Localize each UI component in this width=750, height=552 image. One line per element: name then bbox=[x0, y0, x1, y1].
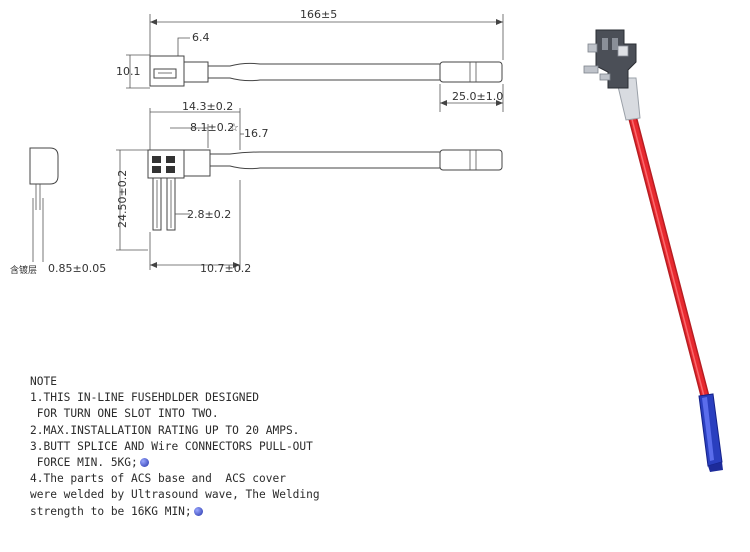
front-view: 14.3±0.2 8.1±0.2 ☆ 16.7 24.50±0.2 2. bbox=[116, 100, 503, 275]
dim-thickness: 0.85±0.05 bbox=[48, 262, 106, 275]
note-1b: FOR TURN ONE SLOT INTO TWO. bbox=[30, 407, 219, 421]
dim-tube-length: 25.0±1.0 bbox=[452, 90, 503, 103]
note-4c: strength to be 16KG MIN; bbox=[30, 504, 192, 518]
dim-height-side: 24.50±0.2 bbox=[116, 170, 129, 228]
dim-height-top: 10.1 bbox=[116, 65, 141, 78]
note-3b: FORCE MIN. 5KG; bbox=[30, 456, 138, 470]
dim-small-width: 6.4 bbox=[192, 31, 210, 44]
plating-label: 含镀层 bbox=[10, 264, 37, 276]
mark-dot-icon bbox=[193, 506, 203, 516]
dim-blade-width: 2.8±0.2 bbox=[187, 208, 231, 221]
note-2: 2.MAX.INSTALLATION RATING UP TO 20 AMPS. bbox=[30, 423, 300, 437]
note-4b: were welded by Ultrasound wave, The Weld… bbox=[30, 488, 320, 502]
product-rendering bbox=[583, 29, 723, 472]
dim-offset: 8.1±0.2 bbox=[190, 121, 234, 134]
top-view: 166±5 10.1 6.4 25.0±1.0 bbox=[116, 8, 504, 112]
star-mark: ☆ bbox=[229, 121, 239, 134]
note-3-line: FORCE MIN. 5KG; bbox=[30, 455, 360, 471]
side-view: 含镀层 0.85±0.05 bbox=[10, 147, 106, 276]
note-4a: 4.The parts of ACS base and ACS cover bbox=[30, 472, 286, 486]
dim-body-width: 14.3±0.2 bbox=[182, 100, 233, 113]
note-3a: 3.BUTT SPLICE AND Wire CONNECTORS PULL-O… bbox=[30, 439, 313, 453]
dim-offset-b: 16.7 bbox=[244, 127, 269, 140]
notes-block: NOTE 1.THIS IN-LINE FUSEHDLDER DESIGNED … bbox=[30, 374, 360, 520]
dim-blade-span: 10.7±0.2 bbox=[200, 262, 251, 275]
dim-overall-length: 166±5 bbox=[300, 8, 337, 21]
notes-title: NOTE bbox=[30, 375, 57, 388]
note-1a: 1.THIS IN-LINE FUSEHDLDER DESIGNED bbox=[30, 391, 260, 405]
note-4-line: strength to be 16KG MIN; bbox=[30, 504, 360, 520]
mark-dot-icon bbox=[139, 458, 149, 468]
